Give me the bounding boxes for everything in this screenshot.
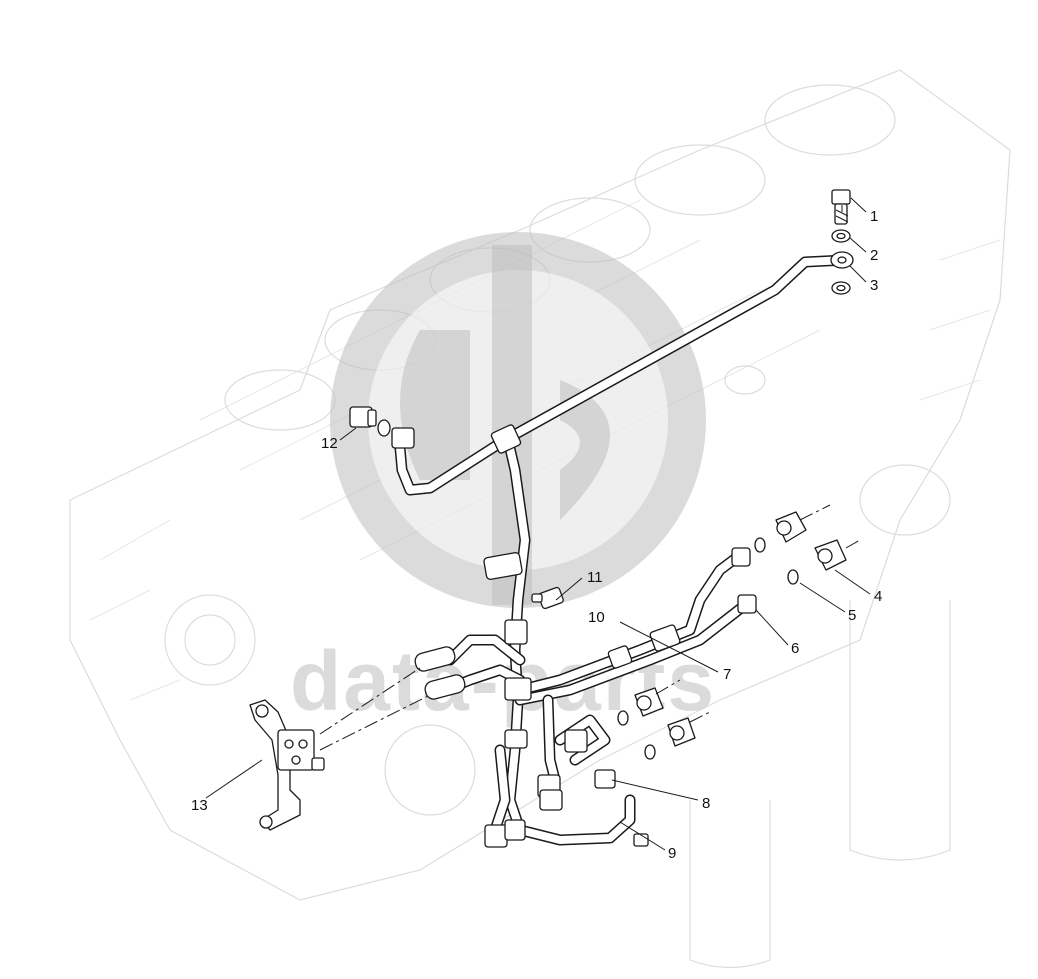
dp-watermark-logo xyxy=(330,232,706,608)
callout-4: 4 xyxy=(874,588,882,605)
callout-2: 2 xyxy=(870,247,878,264)
callout-9: 9 xyxy=(668,845,676,862)
part-1-bolt xyxy=(831,189,851,225)
callout-11: 11 xyxy=(587,569,603,586)
tube-clamps xyxy=(483,424,681,749)
callout-8: 8 xyxy=(702,795,710,812)
vertical-drop-tube xyxy=(502,434,636,846)
callout-3: 3 xyxy=(870,277,878,294)
leader-lines xyxy=(205,197,871,851)
callout-6: 6 xyxy=(791,640,799,657)
part-4-fittings xyxy=(634,504,861,747)
callout-7: 7 xyxy=(723,666,731,683)
callout-12: 12 xyxy=(321,435,338,452)
hose-fittings-left xyxy=(414,646,466,700)
callout-1: 1 xyxy=(870,208,878,225)
part-5-washers xyxy=(617,537,799,760)
branch-tubes xyxy=(439,549,751,836)
long-return-tube xyxy=(394,254,851,496)
part-11-bolt xyxy=(531,586,649,847)
callout-10: 10 xyxy=(588,609,605,626)
banjo-connectors xyxy=(391,427,757,848)
callout-labels: 1 2 3 4 5 6 7 8 9 10 11 12 13 xyxy=(191,208,882,862)
callout-5: 5 xyxy=(848,607,856,624)
part-13-bracket xyxy=(249,667,431,831)
part-12-fitting xyxy=(349,406,391,437)
callout-13: 13 xyxy=(191,797,208,814)
